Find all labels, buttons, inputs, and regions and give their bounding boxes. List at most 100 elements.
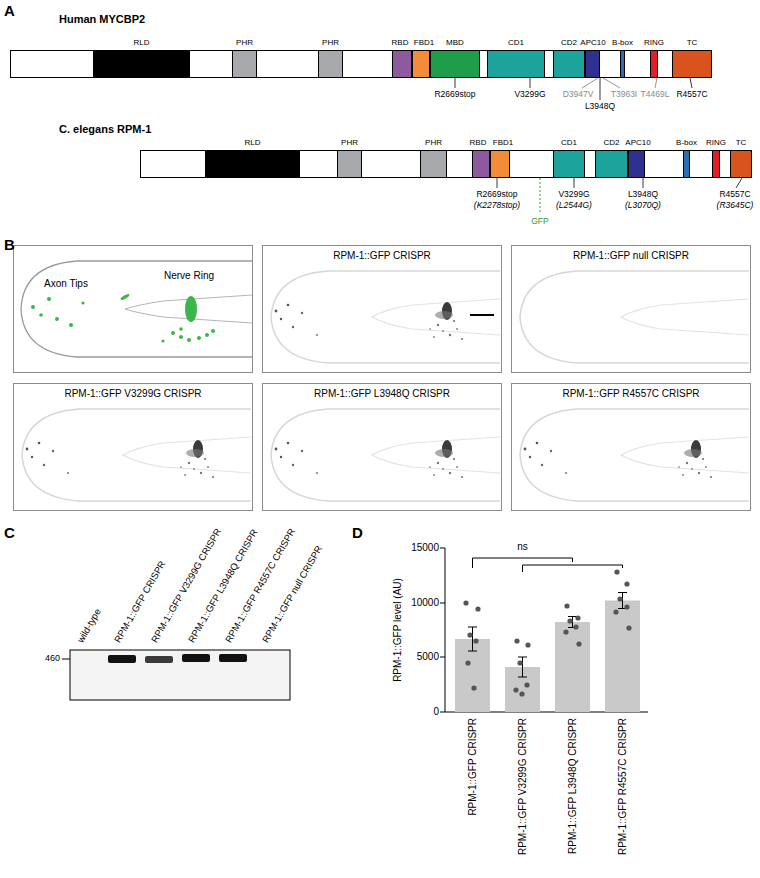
protein-domain: RLD [205, 150, 300, 178]
text-label: R2669stop [476, 189, 517, 199]
domain-label: B-box [612, 38, 633, 48]
protein-domain: RING [712, 150, 720, 178]
protein-domain: TC [672, 50, 712, 78]
domain-label: MBD [446, 38, 464, 48]
protein-domain: PHR [318, 50, 343, 78]
image-panel: RPM-1::GFP null CRISPR [511, 245, 751, 373]
protein-domain: RLD [93, 50, 190, 78]
panel-title: RPM-1::GFP R4557C CRISPR [562, 388, 699, 400]
domain-label: RBD [392, 38, 409, 48]
text-label: (R3645C) [717, 200, 754, 210]
domain-label: APC10 [625, 138, 650, 148]
gfp-insert-line [540, 178, 541, 214]
protein-domain: APC10 [628, 150, 645, 178]
micrographs [22, 271, 749, 501]
text-label: B [4, 236, 15, 254]
image-panel: RPM-1::GFP L3948Q CRISPR [262, 383, 502, 511]
domain-label: CD1 [508, 38, 524, 48]
protein-domain: CD1 [487, 50, 545, 78]
image-panel: RPM-1::GFP R4557C CRISPR [511, 383, 751, 511]
leader-lines [455, 78, 692, 100]
protein-domain: PHR [232, 50, 257, 78]
domain-label: TC [687, 38, 698, 48]
text-label: T3963I [611, 89, 637, 99]
text-label: RPM-1::GFP CRISPR [467, 718, 479, 816]
protein-domain: RBD [472, 150, 490, 178]
protein-domain: RING [650, 50, 658, 78]
domain-label: B-box [676, 138, 697, 148]
text-label: wild-type [75, 607, 104, 645]
text-label: C [4, 524, 15, 542]
domain-label: FBD1 [414, 38, 434, 48]
domain-label: CD2 [561, 38, 577, 48]
image-panel: Axon Tips Nerve Ring [13, 245, 253, 373]
protein-domain: CD2 [595, 150, 628, 178]
image-panel: RPM-1::GFP V3299G CRISPR [13, 383, 253, 511]
protein-domain: PHR [337, 150, 362, 178]
domain-label: PHR [425, 138, 442, 148]
protein-domain: B-box [620, 50, 625, 78]
leader-lines [497, 178, 742, 188]
protein-domain: APC10 [585, 50, 600, 78]
domain-label: FBD1 [493, 138, 513, 148]
domain-label: RING [644, 38, 664, 48]
bar-chart [440, 548, 648, 712]
protein-domain: CD1 [553, 150, 585, 178]
text-label: L3948Q [585, 101, 615, 111]
panel-title: RPM-1::GFP L3948Q CRISPR [314, 388, 450, 400]
text-label: T4469L [641, 89, 670, 99]
text-label: RPM-1::GFP R4557C CRISPR [223, 526, 298, 644]
text-label: D3947V [563, 89, 594, 99]
text-label: RPM-1::GFP level (AU) [392, 578, 404, 682]
text-label: R4557C [719, 189, 750, 199]
domain-label: RBD [470, 138, 487, 148]
protein-name: Human MYCBP2 [59, 13, 145, 26]
protein-domain: TC [730, 150, 752, 178]
protein-domain: PHR [420, 150, 447, 178]
text-label: 15000 [411, 542, 439, 554]
panel-title: Nerve Ring [164, 270, 214, 282]
panel-title: Axon Tips [44, 278, 88, 290]
domain-label: PHR [322, 38, 339, 48]
protein-domain: CD2 [553, 50, 585, 78]
domain-label: TC [736, 138, 747, 148]
text-label: R2669stop [434, 89, 475, 99]
protein-domain: FBD1 [412, 50, 430, 78]
text-label: 10000 [411, 597, 439, 609]
panel-title: RPM-1::GFP null CRISPR [573, 250, 689, 262]
text-label: 460 [45, 653, 60, 664]
protein-bar: C. elegans RPM-1RLDPHRPHRRBDFBD1CD1CD2AP… [140, 150, 752, 178]
panel-title: RPM-1::GFP V3299G CRISPR [64, 388, 201, 400]
text-label: 0 [433, 706, 439, 718]
protein-domain: B-box [683, 150, 690, 178]
domain-label: RLD [133, 38, 149, 48]
protein-domain: MBD [430, 50, 480, 78]
text-label: ns [517, 541, 528, 553]
text-label: V3299G [514, 89, 545, 99]
domain-label: PHR [341, 138, 358, 148]
western-blot [62, 650, 290, 700]
text-label: RPM-1::GFP L3948Q CRISPR [186, 527, 260, 645]
protein-bar: Human MYCBP2RLDPHRPHRRBDFBD1MBDCD1CD2APC… [10, 50, 712, 78]
text-label: RPM-1::GFP L3948Q CRISPR [567, 718, 579, 854]
worm-head-schematic [21, 261, 252, 357]
text-label: D [352, 524, 363, 542]
text-label: GFP [531, 216, 548, 226]
text-label: (L2544G) [556, 200, 592, 210]
panel-title: RPM-1::GFP CRISPR [333, 250, 431, 262]
text-label: RPM-1::GFP V3299G CRISPR [149, 526, 224, 644]
image-panel: RPM-1::GFP CRISPR [262, 245, 502, 373]
protein-domain: FBD1 [490, 150, 510, 178]
leader-lines [582, 78, 657, 88]
text-label: (K2278stop) [474, 200, 520, 210]
domain-label: CD1 [561, 138, 577, 148]
text-label: A [4, 2, 15, 20]
protein-name: C. elegans RPM-1 [59, 123, 151, 136]
text-label: 5000 [417, 651, 439, 663]
domain-label: PHR [236, 38, 253, 48]
text-label: (L3070Q) [625, 200, 661, 210]
text-label: V3299G [558, 189, 589, 199]
text-label: RPM-1::GFP R4557C CRISPR [617, 718, 629, 855]
text-label: RPM-1::GFP V3299G CRISPR [517, 718, 529, 855]
text-label: L3948Q [628, 189, 658, 199]
